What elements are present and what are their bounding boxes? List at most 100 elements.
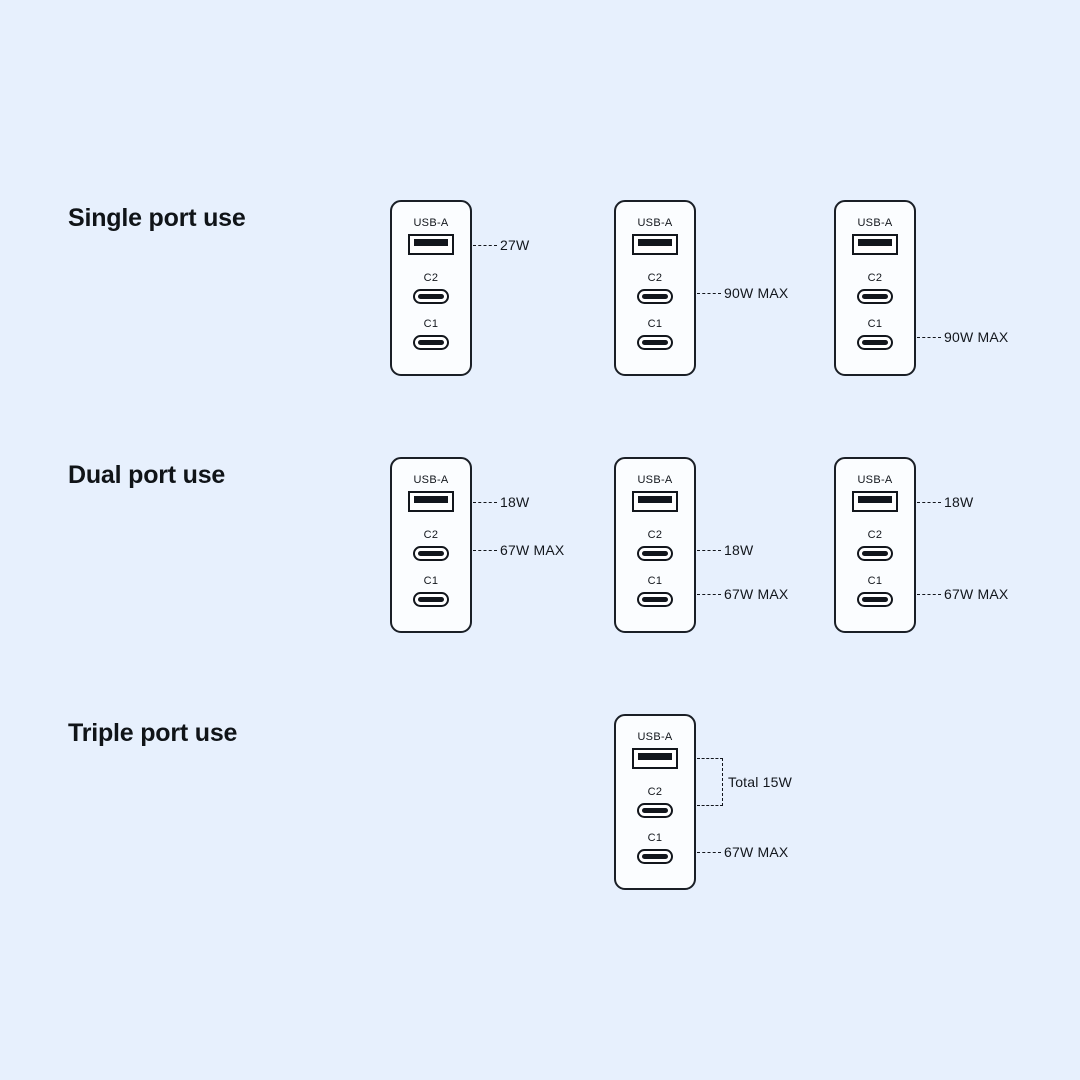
usb-a-port-icon — [632, 748, 678, 769]
port-usba: USB-A — [616, 218, 694, 255]
callout-value: 67W MAX — [500, 542, 565, 558]
callout-value: 18W — [944, 494, 974, 510]
port-c2: C2 — [392, 530, 470, 561]
usb-c-port-icon — [637, 335, 673, 350]
port-c1: C1 — [836, 319, 914, 350]
usb-c-port-icon — [413, 335, 449, 350]
callout-single-3-c1: 90W MAX — [917, 329, 1008, 345]
leader-line — [697, 549, 721, 551]
charger-single-3: USB-A C2 C1 — [834, 200, 916, 376]
port-c2-label: C2 — [647, 529, 663, 541]
port-c1: C1 — [616, 833, 694, 864]
port-c1-label: C1 — [867, 318, 883, 330]
leader-line — [697, 851, 721, 853]
port-usba-label: USB-A — [857, 217, 893, 229]
leader-line — [697, 292, 721, 294]
callout-dual-3-usba: 18W — [917, 494, 973, 510]
usb-a-port-icon — [408, 491, 454, 512]
port-c1: C1 — [616, 319, 694, 350]
port-usba-label: USB-A — [413, 474, 449, 486]
callout-single-1-usba: 27W — [473, 237, 529, 253]
callout-single-2-c2: 90W MAX — [697, 285, 788, 301]
section-heading-triple: Triple port use — [68, 719, 238, 747]
usb-c-port-icon — [857, 546, 893, 561]
charger-single-1: USB-A C2 C1 — [390, 200, 472, 376]
port-c1: C1 — [392, 319, 470, 350]
usb-c-port-icon — [857, 592, 893, 607]
port-usba: USB-A — [616, 732, 694, 769]
port-c1: C1 — [616, 576, 694, 607]
callout-value: 67W MAX — [944, 586, 1009, 602]
port-c2-label: C2 — [867, 529, 883, 541]
section-heading-single: Single port use — [68, 204, 246, 232]
usb-c-port-icon — [637, 289, 673, 304]
port-usba-label: USB-A — [637, 217, 673, 229]
section-heading-dual: Dual port use — [68, 461, 226, 489]
port-usba-label: USB-A — [637, 731, 673, 743]
port-c2: C2 — [616, 530, 694, 561]
port-usba: USB-A — [392, 218, 470, 255]
port-usba: USB-A — [836, 475, 914, 512]
port-c1-label: C1 — [423, 575, 439, 587]
leader-line — [473, 549, 497, 551]
callout-value: Total 15W — [728, 774, 793, 790]
port-c1: C1 — [836, 576, 914, 607]
usb-a-port-icon — [632, 491, 678, 512]
port-usba-label: USB-A — [637, 474, 673, 486]
usb-a-port-icon — [852, 234, 898, 255]
callout-value: 18W — [724, 542, 754, 558]
usb-c-port-icon — [637, 592, 673, 607]
port-c2: C2 — [616, 787, 694, 818]
port-c1-label: C1 — [647, 575, 663, 587]
usb-a-port-icon — [408, 234, 454, 255]
usb-c-port-icon — [857, 289, 893, 304]
port-c1-label: C1 — [867, 575, 883, 587]
port-usba-label: USB-A — [413, 217, 449, 229]
callout-dual-2-c2: 18W — [697, 542, 753, 558]
usb-c-port-icon — [857, 335, 893, 350]
callout-value: 90W MAX — [944, 329, 1009, 345]
bracket-shape — [697, 758, 723, 806]
port-c1-label: C1 — [647, 318, 663, 330]
leader-line — [917, 336, 941, 338]
port-c2: C2 — [392, 273, 470, 304]
charger-dual-2: USB-A C2 C1 — [614, 457, 696, 633]
port-usba: USB-A — [616, 475, 694, 512]
charger-dual-1: USB-A C2 C1 — [390, 457, 472, 633]
leader-line — [917, 593, 941, 595]
port-usba: USB-A — [392, 475, 470, 512]
callout-value: 90W MAX — [724, 285, 789, 301]
port-usba-label: USB-A — [857, 474, 893, 486]
callout-value: 18W — [500, 494, 530, 510]
port-c1-label: C1 — [647, 832, 663, 844]
usb-a-port-icon — [852, 491, 898, 512]
usb-c-port-icon — [413, 592, 449, 607]
callout-triple-1-c1: 67W MAX — [697, 844, 788, 860]
callout-value: 27W — [500, 237, 530, 253]
port-c2-label: C2 — [647, 272, 663, 284]
port-usba: USB-A — [836, 218, 914, 255]
charger-single-2: USB-A C2 C1 — [614, 200, 696, 376]
port-c1-label: C1 — [423, 318, 439, 330]
port-c2: C2 — [616, 273, 694, 304]
port-c2-label: C2 — [867, 272, 883, 284]
charger-triple-1: USB-A C2 C1 — [614, 714, 696, 890]
leader-line — [473, 244, 497, 246]
callout-triple-1-bracket: Total 15W — [697, 758, 792, 806]
callout-dual-2-c1: 67W MAX — [697, 586, 788, 602]
usb-c-port-icon — [413, 546, 449, 561]
callout-value: 67W MAX — [724, 844, 789, 860]
leader-line — [473, 501, 497, 503]
usb-c-port-icon — [637, 546, 673, 561]
usb-c-port-icon — [637, 803, 673, 818]
charger-dual-3: USB-A C2 C1 — [834, 457, 916, 633]
callout-dual-1-usba: 18W — [473, 494, 529, 510]
port-c2-label: C2 — [423, 272, 439, 284]
port-c2-label: C2 — [647, 786, 663, 798]
callout-value: 67W MAX — [724, 586, 789, 602]
leader-line — [697, 593, 721, 595]
port-c2-label: C2 — [423, 529, 439, 541]
port-c1: C1 — [392, 576, 470, 607]
leader-line — [917, 501, 941, 503]
